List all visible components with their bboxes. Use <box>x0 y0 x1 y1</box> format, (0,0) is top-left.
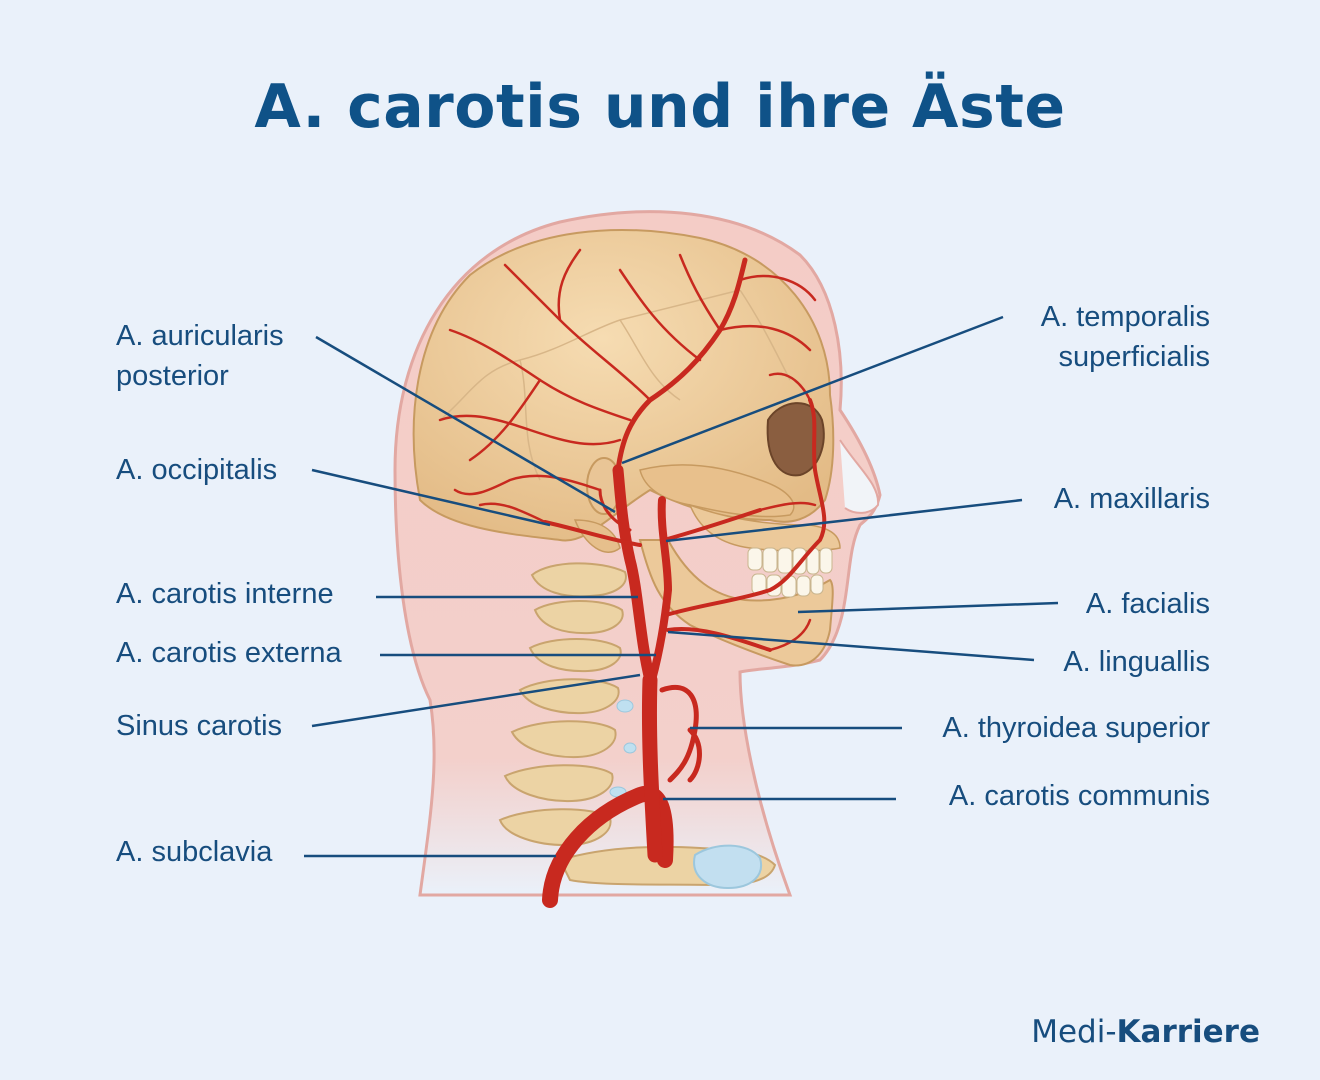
label-facialis: A. facialis <box>1085 588 1210 620</box>
leader-occipitalis <box>311 468 551 527</box>
label-carotis-externa: A. carotis externa <box>116 637 342 669</box>
label-linguallis: A. linguallis <box>1063 646 1210 678</box>
label-auricularis-line2: posterior <box>116 360 229 392</box>
zygomatic-arch <box>639 464 795 518</box>
nose <box>839 439 880 514</box>
brand-part1: Medi- <box>1031 1014 1117 1050</box>
leader-linguallis <box>667 630 1035 662</box>
label-temporalis-line1: A. temporalis <box>1040 301 1210 333</box>
leader-maxillaris <box>665 498 1023 543</box>
label-temporalis-superficialis: A. temporalis superficialis <box>1041 297 1210 377</box>
label-thyroidea-superior: A. thyroidea superior <box>942 712 1210 744</box>
cranial-artery-branches <box>438 248 817 652</box>
leader-sinus-carotis <box>311 673 641 728</box>
label-subclavia: A. subclavia <box>116 836 273 868</box>
page-title: A. carotis und ihre Äste <box>254 72 1066 142</box>
label-carotis-interne: A. carotis interne <box>116 578 334 610</box>
arteries <box>542 257 827 908</box>
brand-logo: Medi-Karriere <box>1031 1014 1260 1050</box>
brand-part2: Karriere <box>1116 1014 1260 1050</box>
sternoclavicular-joint <box>693 844 763 890</box>
label-auricularis-posterior: A. auricularis posterior <box>116 316 284 396</box>
maxilla <box>688 503 841 552</box>
leader-temporalis <box>621 315 1004 465</box>
orbit <box>766 402 825 477</box>
leader-auricularis <box>315 335 616 514</box>
label-maxillaris: A. maxillaris <box>1053 483 1210 515</box>
label-temporalis-line2: superficialis <box>1058 341 1211 373</box>
label-sinus-carotis: Sinus carotis <box>116 710 283 742</box>
label-carotis-communis: A. carotis communis <box>948 780 1210 812</box>
label-occipitalis: A. occipitalis <box>116 454 278 486</box>
leader-facialis <box>797 601 1059 614</box>
label-auricularis-line1: A. auricularis <box>116 320 284 352</box>
